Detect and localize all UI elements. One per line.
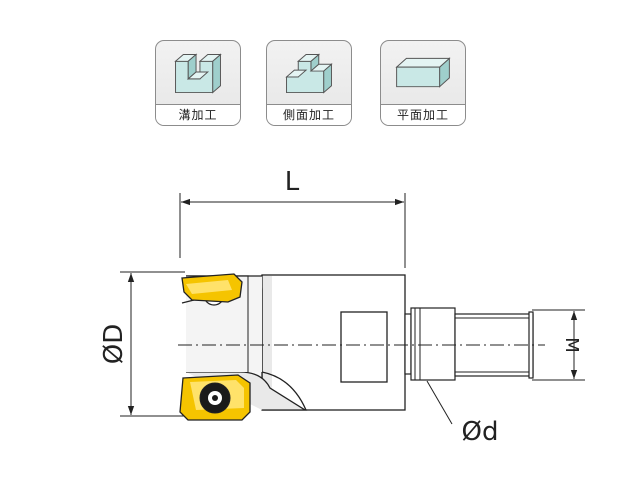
face-machining-icon — [395, 57, 451, 88]
shank-diameter-label: Ød — [462, 417, 499, 447]
cutter-diameter-dimension: ØD — [99, 271, 185, 417]
op-card-slot: 溝加工 — [155, 40, 241, 126]
length-label: L — [285, 167, 300, 197]
slot-machining-icon — [174, 53, 222, 94]
lower-insert — [179, 374, 251, 421]
op-label-side: 側面加工 — [267, 104, 351, 125]
op-label-face: 平面加工 — [381, 104, 465, 125]
cutter-diameter-label: ØD — [99, 324, 129, 365]
op-card-face: 平面加工 — [380, 40, 466, 126]
op-label-slot: 溝加工 — [156, 104, 240, 125]
upper-insert — [181, 273, 243, 304]
thread-dimension: M — [532, 309, 585, 381]
shank-diameter-dimension: Ød — [426, 380, 499, 447]
cutter-head — [186, 274, 406, 411]
side-machining-icon — [285, 53, 333, 94]
op-card-side: 側面加工 — [266, 40, 352, 126]
length-dimension: L — [179, 167, 406, 268]
thread-label: M — [561, 337, 582, 353]
shank — [404, 307, 534, 381]
